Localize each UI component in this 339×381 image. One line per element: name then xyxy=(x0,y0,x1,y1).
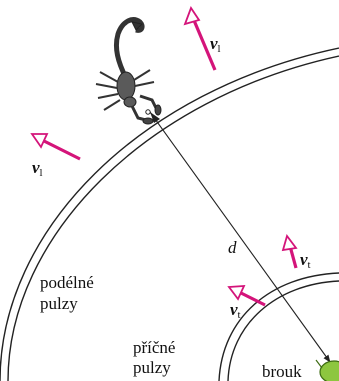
beetle-icon xyxy=(316,360,339,381)
v-symbol: v xyxy=(230,300,238,319)
arrow-v-trans-1 xyxy=(283,236,296,268)
v-subscript: l xyxy=(218,43,221,55)
distance-label: d xyxy=(228,238,237,257)
beetle-label: brouk xyxy=(262,362,302,381)
label-v-trans-1: vt xyxy=(300,250,311,275)
label-v-long-1: vl xyxy=(210,34,221,59)
v-symbol: v xyxy=(300,250,308,269)
v-subscript: l xyxy=(40,167,43,179)
label-v-long-2: vl xyxy=(32,158,43,183)
v-symbol: v xyxy=(210,34,218,53)
scorpion-icon xyxy=(96,20,161,124)
v-subscript: t xyxy=(238,309,241,321)
transverse-label-2: pulzy xyxy=(133,358,171,377)
longitudinal-label: podélné xyxy=(40,273,94,292)
large-arc-inner xyxy=(8,56,339,381)
large-arc-outer xyxy=(0,48,339,381)
arrow-v-long-2 xyxy=(32,134,80,159)
v-symbol: v xyxy=(32,158,40,177)
v-subscript: t xyxy=(308,259,311,271)
transverse-label: příčné xyxy=(133,338,175,357)
label-v-trans-2: vt xyxy=(230,300,241,325)
scorpion-contact-dot xyxy=(146,110,150,114)
longitudinal-label-2: pulzy xyxy=(40,294,78,313)
